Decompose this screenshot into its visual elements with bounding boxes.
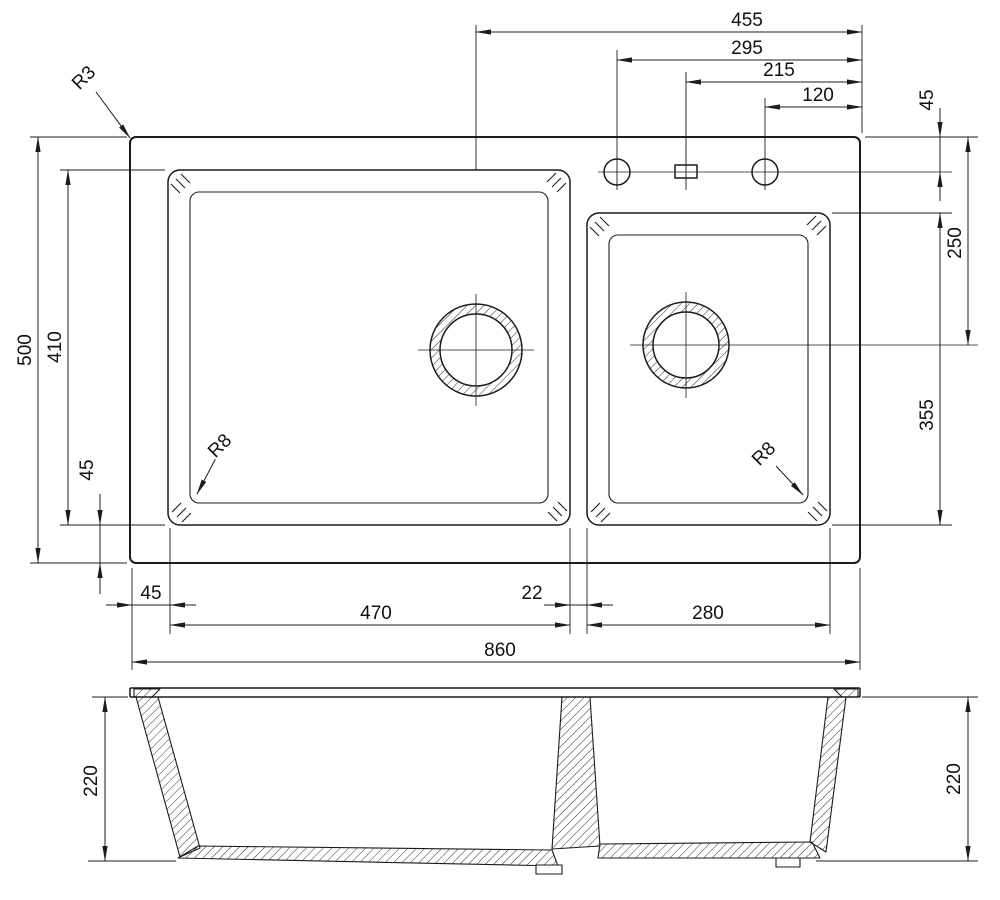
section-deck: [129, 687, 861, 698]
plan-view: 455 295 215 120 45 250 355 500 410 45 45…: [13, 8, 978, 670]
dim-label-280: 280: [692, 603, 724, 624]
dim-label-220-right: 220: [944, 763, 965, 795]
dim-label-455: 455: [731, 10, 763, 31]
dim-label-45-left: 45: [77, 459, 98, 480]
dim-label-500: 500: [15, 334, 36, 366]
leader-r8-small: [775, 465, 804, 496]
dim-label-860: 860: [484, 640, 516, 661]
leader-r8-large: [196, 457, 217, 495]
dim-label-45-bottom: 45: [140, 583, 161, 604]
centerlines: [418, 171, 978, 406]
left-wall-section: [135, 696, 201, 858]
large-bowl-bottom-section: [177, 845, 559, 867]
dimension-lines: [35, 29, 971, 665]
dim-label-295: 295: [731, 38, 763, 59]
divider-section: [551, 696, 601, 850]
large-bowl: [167, 169, 571, 526]
dim-label-355: 355: [917, 399, 938, 431]
dim-label-470: 470: [360, 603, 392, 624]
dim-label-220-left: 220: [81, 765, 102, 797]
section-view: 220 220: [79, 687, 978, 875]
extension-lines: [30, 25, 978, 670]
small-bowl-drain-stub: [775, 857, 801, 868]
dim-label-410: 410: [45, 331, 66, 363]
left-rim-section: [133, 688, 161, 698]
radius-leaders: [95, 91, 804, 496]
dim-label-250: 250: [945, 227, 966, 259]
right-wall-section: [809, 696, 847, 853]
dim-label-22: 22: [521, 583, 542, 604]
large-bowl-drain-stub: [535, 864, 563, 875]
radius-label-r3: R3: [68, 62, 100, 94]
leader-r3: [95, 91, 131, 139]
section-material: [133, 688, 859, 867]
small-bowl-bottom-section: [597, 841, 821, 859]
dim-label-120: 120: [802, 85, 834, 106]
section-extension-lines: [88, 696, 978, 862]
right-rim-section: [833, 688, 859, 698]
dim-label-215: 215: [763, 60, 795, 81]
dim-label-45-top-right: 45: [917, 89, 938, 110]
